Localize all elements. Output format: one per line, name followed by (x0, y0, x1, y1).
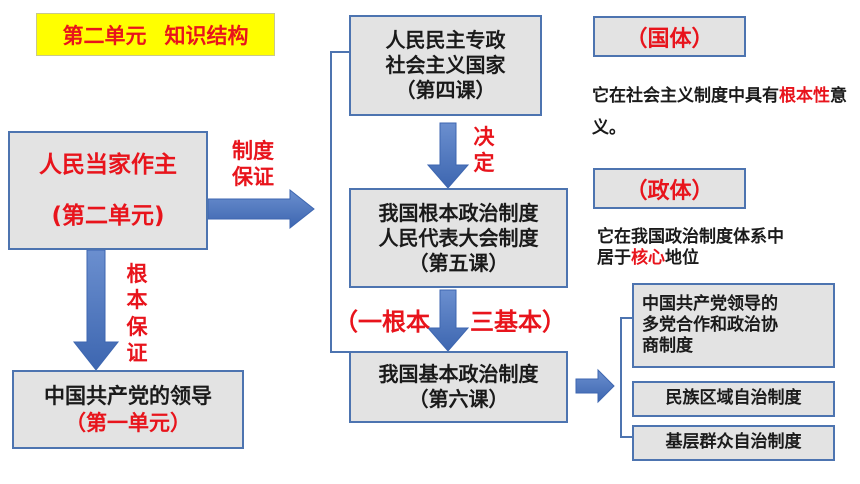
core-highlight: 核心 (631, 248, 665, 269)
zhengti-box: （政体） (593, 168, 746, 209)
people-masters-box: 人民当家作主 (第二单元) (8, 131, 208, 250)
party-leadership-title: 中国共产党的领导 (44, 384, 212, 409)
center-bracket (330, 51, 349, 353)
zhengti-label: （政体） (625, 178, 714, 204)
party-leadership-unit: （第一单元） (65, 410, 191, 435)
basic-system-line1: 我国基本政治制度 (378, 362, 539, 386)
guarantee-arrow (207, 188, 315, 230)
systems-arrow (575, 368, 615, 404)
fundamental-arrow (72, 249, 120, 371)
lesson-four-label: （第四课） (395, 78, 496, 102)
people-masters-title: 人民当家作主 (39, 151, 177, 178)
section-title: 第二单元 知识结构 (36, 13, 275, 56)
fundamental-highlight: 根本性 (779, 86, 830, 106)
fundamental-system-line1: 我国根本政治制度 (378, 200, 539, 225)
decides-label: 决 定 (473, 125, 495, 176)
party-leadership-box: 中国共产党的领导 （第一单元） (12, 370, 244, 449)
section-title-topic: 知识结构 (164, 23, 249, 48)
decides-arrow (426, 122, 470, 189)
grassroots-autonomy-box: 基层群众自治制度 (632, 425, 835, 461)
lesson-five-label: （第五课） (408, 250, 509, 275)
one-three-arrow (426, 289, 470, 352)
state-nature-line2: 社会主义国家 (385, 53, 506, 77)
state-nature-line1: 人民民主专政 (385, 28, 506, 52)
zhengti-description: 它在我国政治制度体系中 居于核心地位 (597, 227, 784, 269)
guoti-box: （国体） (593, 16, 746, 57)
right-bracket (620, 317, 632, 438)
guoti-description: 它在社会主义制度中具有根本性意义。 (592, 86, 847, 138)
guarantee-label: 制度 保证 (232, 139, 274, 190)
people-masters-unit: (第二单元) (51, 202, 165, 229)
state-nature-box: 人民民主专政 社会主义国家 （第四课） (349, 15, 542, 116)
one-fundamental-label: （一根本 (334, 308, 430, 336)
fundamental-system-box: 我国根本政治制度 人民代表大会制度 （第五课） (349, 188, 568, 288)
fundamental-guarantee-label: 根 本 保 证 (126, 262, 148, 365)
three-basic-label: 三基本） (470, 308, 566, 336)
section-title-unit: 第二单元 (62, 23, 147, 48)
fundamental-system-line2: 人民代表大会制度 (378, 225, 539, 250)
lesson-six-label: （第六课） (408, 387, 509, 411)
basic-system-box: 我国基本政治制度 （第六课） (349, 351, 568, 423)
multi-party-cooperation-box: 中国共产党领导的 多党合作和政治协 商制度 (632, 283, 835, 368)
guoti-label: （国体） (625, 26, 714, 52)
regional-autonomy-box: 民族区域自治制度 (632, 381, 835, 417)
